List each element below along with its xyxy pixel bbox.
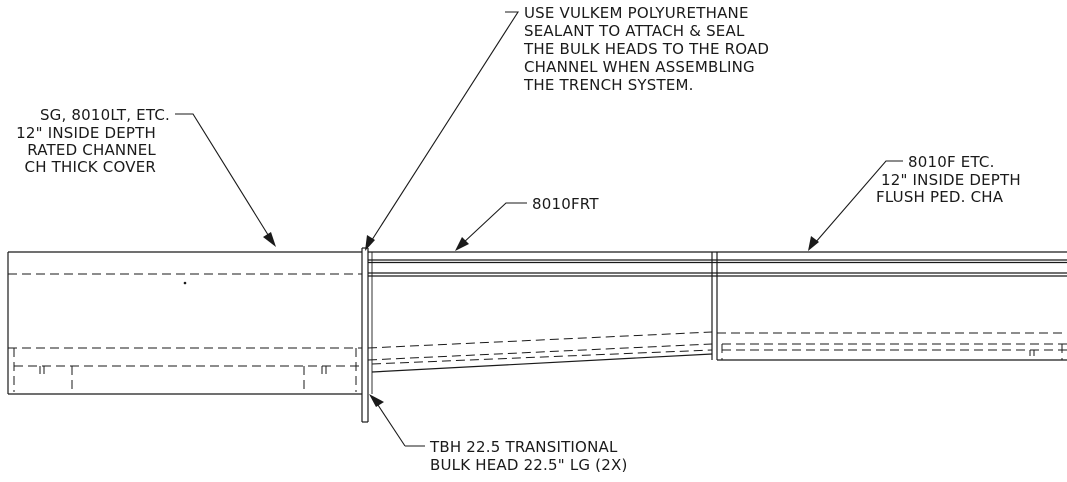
right-channel-note-line: 12" INSIDE DEPTH — [881, 171, 1021, 189]
left-channel-note-line: CH THICK COVER — [25, 158, 156, 176]
right-channel-leader — [808, 160, 903, 251]
left-channel-note-line: 12" INSIDE DEPTH — [16, 124, 156, 142]
sealant-note-line: CHANNEL WHEN ASSEMBLING — [524, 58, 755, 76]
left-channel-leader — [175, 113, 276, 247]
left-channel-note: SG, 8010LT, ETC. 12" INSIDE DEPTH RATED … — [16, 106, 170, 176]
bulkhead-note: TBH 22.5 TRANSITIONAL BULK HEAD 22.5" LG… — [429, 438, 628, 474]
frt-note-line: 8010FRT — [532, 195, 599, 213]
bulkhead-note-line: TBH 22.5 TRANSITIONAL — [429, 438, 618, 456]
frt-leader — [455, 202, 527, 251]
right-channel-note-line: FLUSH PED. CHA — [876, 188, 1004, 206]
left-channel-note-line: RATED CHANNEL — [27, 141, 156, 159]
left-channel-section — [7, 251, 362, 395]
left-channel-note-line: SG, 8010LT, ETC. — [40, 106, 170, 124]
sealant-note-line: SEALANT TO ATTACH & SEAL — [524, 22, 745, 40]
sealant-note: USE VULKEM POLYURETHANE SEALANT TO ATTAC… — [523, 4, 769, 94]
right-channel-note-line: 8010F ETC. — [908, 153, 995, 171]
bulk-head — [361, 247, 373, 423]
sealant-note-line: THE BULK HEADS TO THE ROAD — [523, 40, 769, 58]
right-channel-section — [717, 251, 1067, 361]
bulkhead-leader — [369, 394, 425, 447]
right-channel-note: 8010F ETC. 12" INSIDE DEPTH FLUSH PED. C… — [876, 153, 1021, 206]
frt-note: 8010FRT — [532, 195, 599, 213]
sealant-note-line: USE VULKEM POLYURETHANE — [524, 4, 749, 22]
frt-channel-section — [367, 251, 718, 373]
sealant-leader — [365, 11, 520, 251]
bulkhead-note-line: BULK HEAD 22.5" LG (2X) — [430, 456, 628, 474]
sealant-note-line: THE TRENCH SYSTEM. — [523, 76, 694, 94]
